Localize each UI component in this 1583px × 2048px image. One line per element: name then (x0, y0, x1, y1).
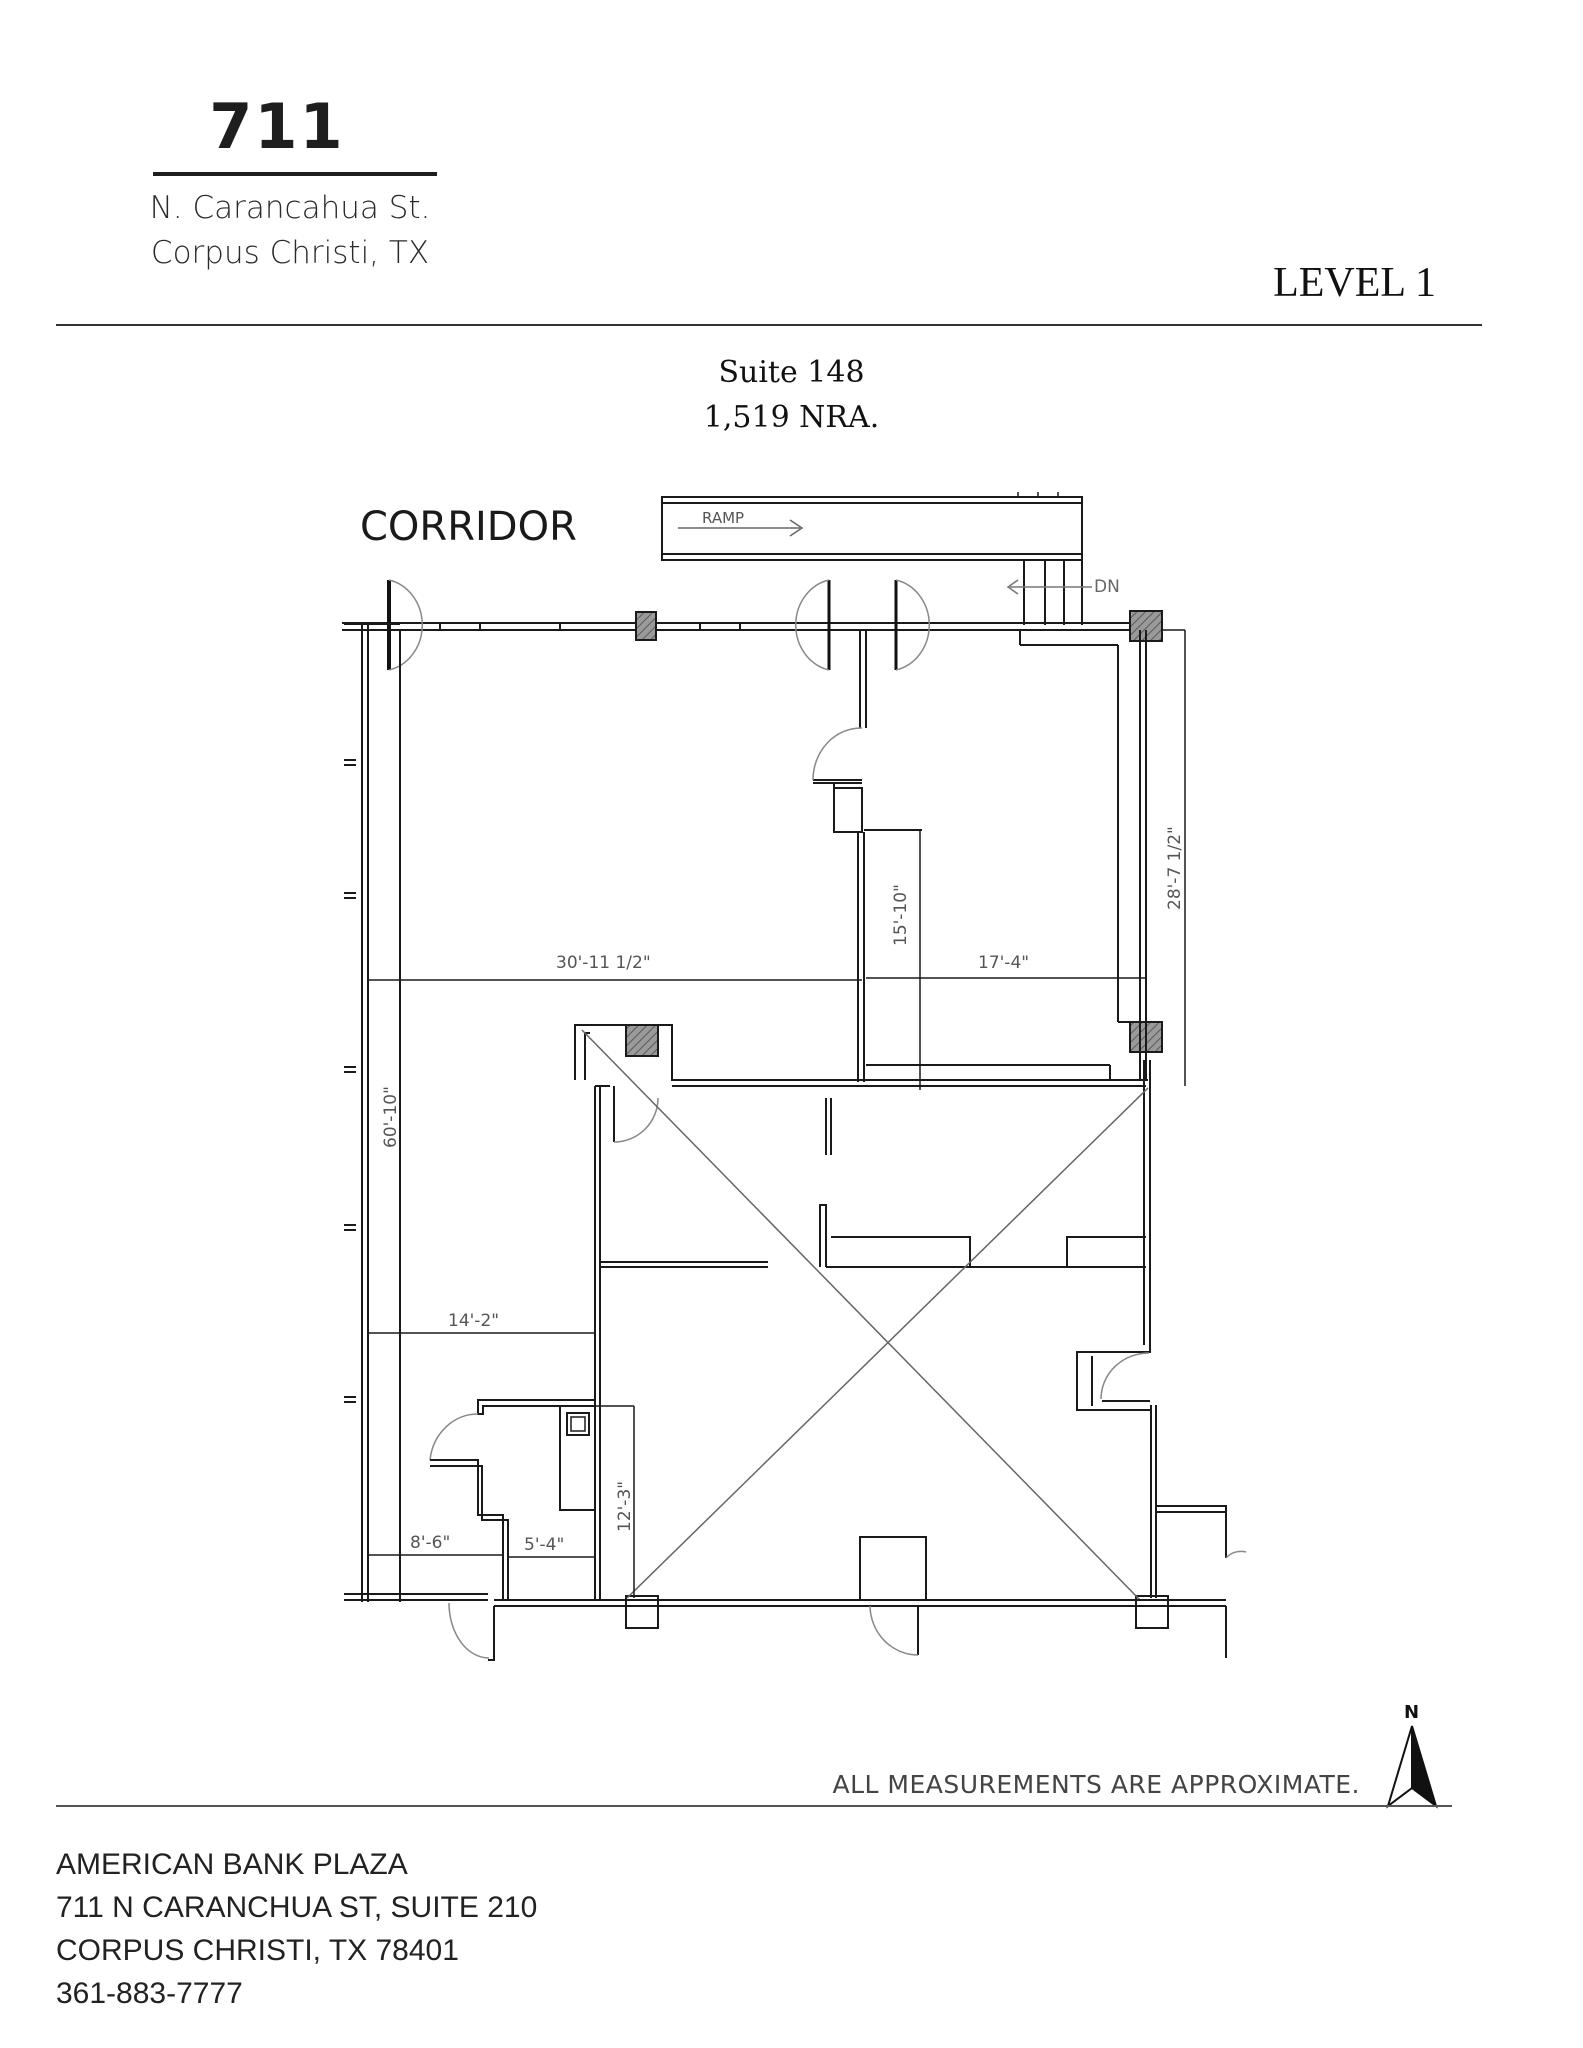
building-number: 711 (209, 90, 345, 163)
dim-depth-west: 60'-10" (381, 1086, 401, 1148)
footer-divider (56, 1805, 1452, 1807)
dimension-lines (368, 629, 1186, 1600)
suite-area: 1,519 NRA. (703, 400, 880, 435)
dim-depth-east: 28'-7 1/2" (1165, 826, 1185, 910)
dim-width-left: 30'-11 1/2" (556, 953, 651, 973)
footer-address: 711 N CARANCHUA ST, SUITE 210 (56, 1891, 538, 1924)
stairs (1006, 560, 1092, 625)
east-door-nook (1076, 1345, 1247, 1598)
dim-depth-right-office: 15'-10" (891, 884, 911, 946)
south-wall (448, 1536, 1227, 1661)
header-divider (56, 324, 1482, 326)
east-wall (1019, 630, 1151, 1345)
corridor-label: CORRIDOR (360, 504, 577, 550)
dim-width-right: 17'-4" (978, 953, 1029, 973)
stairs-down-label: DN (1094, 577, 1120, 597)
level-title: LEVEL 1 (1273, 260, 1436, 306)
dim-width-bottom-mid: 5'-4" (524, 1535, 564, 1555)
footer-phone: 361-883-7777 (56, 1977, 243, 2010)
west-wall (344, 623, 488, 1602)
ramp-label: RAMP (702, 509, 744, 527)
structural-columns (625, 610, 1163, 1057)
dim-width-bottom-left: 8'-6" (410, 1533, 450, 1553)
suite-name: Suite 148 (718, 355, 865, 390)
city-line: Corpus Christi, TX (150, 235, 430, 271)
footer-company: AMERICAN BANK PLAZA (56, 1848, 408, 1881)
footer-city: CORPUS CHRISTI, TX 78401 (56, 1934, 459, 1967)
central-room-walls (574, 1024, 1149, 1601)
storefront-wall (342, 622, 1140, 631)
brand-underline (153, 172, 437, 176)
street-line: N. Carancahua St. (149, 190, 431, 226)
north-arrow-icon: N (1380, 1702, 1450, 1812)
measurements-disclaimer: ALL MEASUREMENTS ARE APPROXIMATE. (832, 1770, 1360, 1799)
plain-columns (625, 1595, 1169, 1629)
floor-plan: CORRIDOR RAMP DN (342, 492, 1247, 1661)
ramp (661, 492, 1083, 561)
right-office-walls (812, 630, 1111, 1082)
dim-depth-restroom: 12'-3" (615, 1481, 635, 1532)
dim-width-lower-left: 14'-2" (448, 1311, 499, 1331)
entry-doors (387, 579, 930, 671)
restroom-walls (429, 1399, 594, 1600)
north-label: N (1404, 1702, 1420, 1723)
